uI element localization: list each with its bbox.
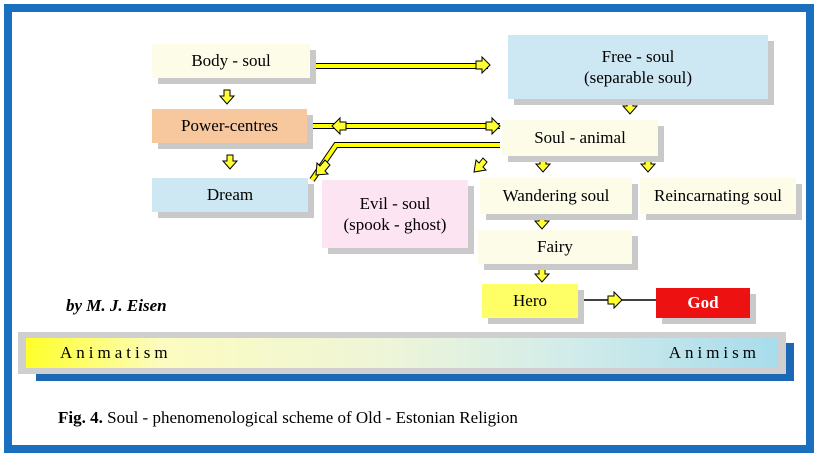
node-god: God	[656, 288, 750, 318]
band-label-animism: Animism	[668, 343, 760, 362]
arrow-to-reincarnating-soul	[639, 157, 657, 173]
arrow-to-power-centres	[331, 116, 347, 136]
node-fairy: Fairy	[478, 230, 632, 264]
connector-soulanimal-to-dream	[309, 142, 500, 182]
arrow-power-to-dream	[221, 154, 239, 170]
spectrum-band: Animatism Animism	[26, 338, 778, 368]
arrow-to-evil-soul	[473, 157, 488, 173]
node-body-soul: Body - soul	[152, 44, 310, 78]
node-free-soul-label-2: (separable soul)	[583, 68, 693, 87]
figure-caption-label: Fig. 4.	[58, 408, 103, 427]
node-soul-animal: Soul - animal	[502, 120, 658, 156]
arrow-body-to-power	[218, 89, 236, 105]
arrow-free-to-soul-animal	[621, 99, 639, 115]
node-power-centres: Power-centres	[152, 109, 307, 143]
node-free-soul: Free - soul (separable soul)	[508, 35, 768, 99]
node-power-centres-label: Power-centres	[181, 116, 278, 136]
node-wandering-soul-label: Wandering soul	[502, 186, 610, 206]
node-evil-soul: Evil - soul (spook - ghost)	[322, 180, 468, 248]
arrow-to-god	[607, 290, 623, 310]
node-free-soul-label-1: Free - soul	[601, 46, 675, 66]
node-body-soul-label: Body - soul	[191, 51, 271, 71]
node-dream-label: Dream	[206, 185, 254, 205]
figure-caption: Fig. 4. Soul - phenomenological scheme o…	[58, 408, 518, 428]
node-soul-animal-label: Soul - animal	[534, 128, 626, 148]
node-fairy-label: Fairy	[537, 237, 573, 257]
node-hero: Hero	[482, 284, 578, 318]
node-dream: Dream	[152, 178, 308, 212]
node-hero-label: Hero	[513, 291, 547, 311]
arrow-to-wandering-soul	[534, 157, 552, 173]
arrow-to-hero	[533, 267, 551, 283]
arrow-to-fairy	[533, 214, 551, 230]
node-god-label: God	[687, 293, 719, 313]
node-reincarnating-soul-label: Reincarnating soul	[654, 186, 782, 206]
arrow-power-to-soul-animal	[485, 116, 501, 136]
node-wandering-soul: Wandering soul	[480, 178, 632, 214]
node-evil-soul-label-1: Evil - soul	[359, 193, 431, 213]
figure-caption-text: Soul - phenomenological scheme of Old - …	[102, 408, 518, 427]
arrow-to-free-soul	[475, 55, 491, 75]
band-label-animatism: Animatism	[60, 343, 172, 362]
node-reincarnating-soul: Reincarnating soul	[640, 178, 796, 214]
author-credit: by M. J. Eisen	[66, 296, 167, 315]
arrow-to-dream	[315, 159, 331, 176]
node-evil-soul-label-2: (spook - ghost)	[343, 215, 447, 234]
